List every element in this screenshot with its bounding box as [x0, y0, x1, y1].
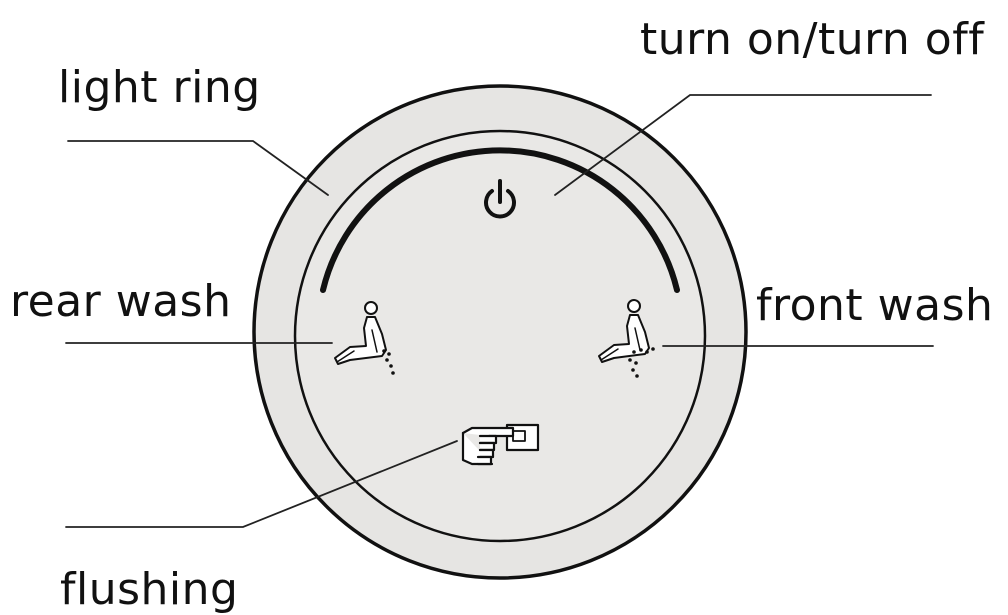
light-ring [320, 147, 680, 293]
control-face [293, 129, 707, 543]
light-ring-label: light ring [58, 62, 261, 113]
power-button[interactable] [484, 179, 516, 219]
rear-wash-label: rear wash [10, 276, 232, 327]
front-wash-icon [598, 299, 655, 378]
leader-lines [65, 94, 934, 528]
rear-wash-icon [334, 301, 395, 375]
flush-hand-icon [461, 423, 540, 466]
leader-flushing [65, 440, 458, 528]
front-wash-button[interactable] [598, 299, 655, 378]
rear-wash-button[interactable] [334, 301, 395, 375]
front-wash-label: front wash [756, 280, 994, 331]
leader-light-ring [67, 140, 329, 196]
leader-power [554, 94, 932, 196]
power-label: turn on/turn off [640, 14, 985, 65]
flushing-label: flushing [60, 564, 239, 615]
power-icon [484, 179, 516, 219]
flush-button[interactable] [461, 423, 540, 466]
